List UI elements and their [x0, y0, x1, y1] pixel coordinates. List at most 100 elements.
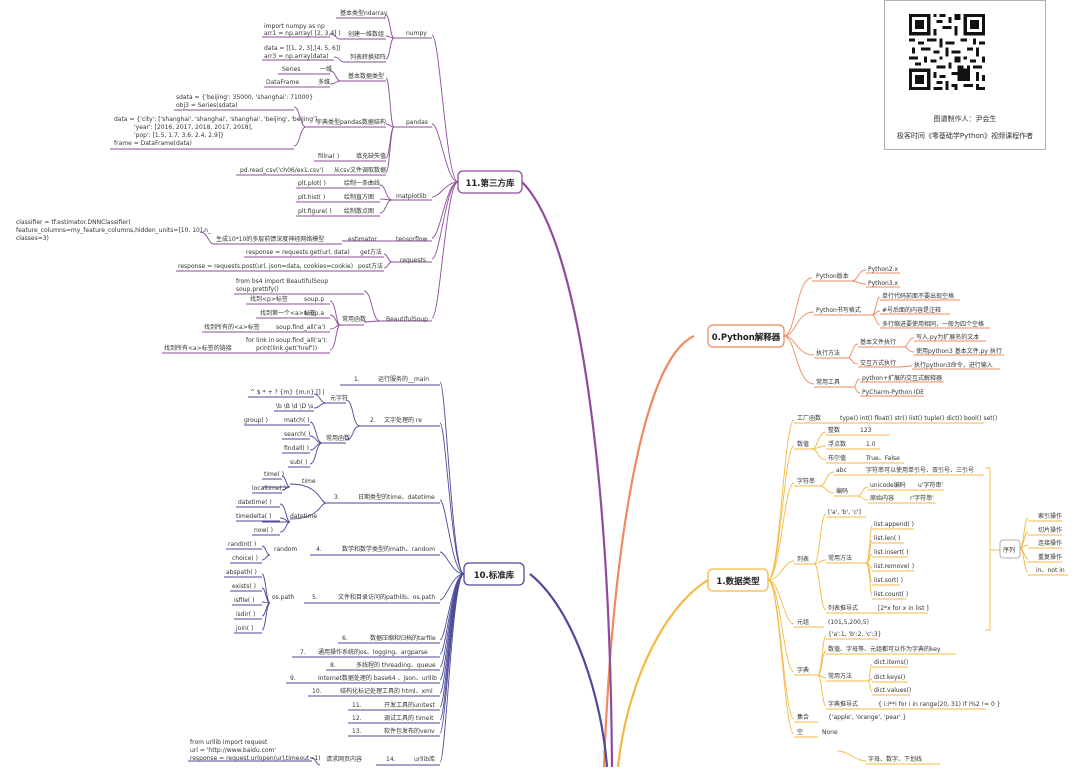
node-ospath-isdir[interactable]: isdir( ) — [236, 611, 255, 618]
node-abc-desc[interactable]: 字符串可以使用单引号、双引号、三引号 — [866, 466, 974, 474]
node-format-3[interactable]: 多行缩进要使用相同，一般为四个空格 — [882, 320, 984, 328]
node-seq-concat[interactable]: 连接操作 — [1038, 539, 1062, 547]
node-list-insert[interactable]: list.insert( ) — [874, 549, 908, 556]
node-float[interactable]: 浮点数 — [828, 440, 846, 448]
node-std-path[interactable]: 文件和目录访问的pathlib、os.path — [338, 593, 435, 601]
node-pd-series[interactable]: Series — [282, 66, 300, 73]
node-np-matrix[interactable]: 列表转换矩阵 — [350, 53, 386, 61]
node-re-search[interactable]: search( ) — [284, 431, 311, 438]
node-none[interactable]: 空 — [797, 728, 803, 736]
node-list-append[interactable]: list.append( ) — [874, 521, 914, 528]
node-re-meta-2[interactable]: \b \B \d \D \s — [276, 403, 313, 410]
node-bool[interactable]: 布尔值 — [828, 454, 846, 462]
node-tf-model[interactable]: 生成10*10的多层前馈深度神经网络模型 — [216, 235, 324, 243]
node-int[interactable]: 整数 — [828, 426, 840, 434]
node-re-findall[interactable]: findall( ) — [284, 445, 309, 452]
node-ospath-abspath[interactable]: abspath( ) — [226, 569, 257, 576]
node-seq-index[interactable]: 索引操作 — [1038, 512, 1062, 520]
node-matplotlib[interactable]: matplotlib — [396, 193, 427, 200]
node-pd-readcsv[interactable]: 从csv文件调取数据 — [334, 166, 386, 174]
node-np-create[interactable]: 创建一维数组 — [348, 30, 384, 38]
node-exec-interactive[interactable]: 交互方式执行 — [860, 359, 896, 367]
node-encoding[interactable]: 编码 — [836, 487, 848, 495]
node-pd-dict[interactable]: 字典类型pandas数据结构 — [316, 118, 386, 126]
node-none-value[interactable]: None — [822, 729, 838, 736]
node-tool-1[interactable]: python+扩展的交互式解释器 — [862, 374, 942, 382]
node-tuple-value[interactable]: (101,5,200,5) — [828, 619, 869, 626]
node-seq-in[interactable]: in、not in — [1036, 567, 1065, 574]
node-re-sub[interactable]: sub( ) — [290, 459, 307, 466]
node-pd-dataframe[interactable]: DataFrame — [266, 79, 299, 86]
node-dictcomp[interactable]: 字典推导式 — [828, 700, 858, 708]
node-dict-literal[interactable]: {'a':1, 'b':2, 'c':3} — [828, 631, 882, 638]
sequence-box[interactable] — [999, 539, 1021, 559]
node-std-unittest[interactable]: 开发工具的unitest — [384, 701, 435, 709]
node-py2[interactable]: Python2.x — [868, 266, 899, 273]
node-pandas[interactable]: pandas — [406, 119, 428, 126]
node-req-post[interactable]: post方法 — [358, 262, 383, 270]
node-int-value[interactable]: 123 — [860, 427, 872, 434]
node-ospath-exists[interactable]: exists( ) — [232, 583, 256, 590]
node-urllib-request[interactable]: 请求网页内容 — [326, 755, 362, 763]
node-format-2[interactable]: #号后面的内容是注释 — [882, 306, 941, 314]
node-std-venv[interactable]: 软件包发布的venv — [384, 727, 435, 735]
node-ospath-join[interactable]: join( ) — [235, 625, 253, 632]
node-exec-file-2[interactable]: 使用python3 基本文件.py 执行 — [916, 347, 1002, 355]
node-seq-repeat[interactable]: 重复操作 — [1038, 553, 1062, 561]
node-ospath-isfile[interactable]: isfile( ) — [234, 597, 255, 604]
node-exec[interactable]: 执行方法 — [816, 349, 840, 357]
node-requests[interactable]: requests — [400, 257, 426, 264]
node-list-literal[interactable]: ['a', 'b', 'c'] — [828, 509, 861, 516]
node-tools[interactable]: 常用工具 — [816, 378, 840, 386]
node-std-threading[interactable]: 多线程的 threading、queue — [356, 661, 436, 669]
node-std-timeit[interactable]: 调试工具的 timeit — [384, 714, 434, 722]
node-raw[interactable]: 原始内容 — [870, 494, 894, 502]
node-tool-2[interactable]: PyCharm-Python IDE — [862, 389, 924, 396]
node-dt-datetime[interactable]: datetime( ) — [238, 499, 272, 506]
node-time-time[interactable]: time( ) — [264, 471, 284, 478]
node-re-funcs[interactable]: 常用函数 — [326, 434, 350, 442]
node-dict[interactable]: 字典 — [797, 666, 809, 674]
node-tf-estimator[interactable]: estimator — [348, 236, 377, 243]
node-tuple[interactable]: 元组 — [797, 618, 809, 626]
node-ospath[interactable]: os.path — [272, 594, 295, 601]
node-dictcomp-value[interactable]: { i:i**i for i in range(20, 31) if i%2 !… — [878, 701, 1001, 708]
node-list-len[interactable]: list.len( ) — [874, 535, 900, 542]
node-abc[interactable]: abc — [836, 467, 847, 474]
node-std-markup[interactable]: 结构化标记处理工具的 html、xml — [340, 687, 433, 695]
node-dict-key[interactable]: 数值、字母等、元组都可以作为字典的key — [828, 645, 941, 653]
node-sequence[interactable]: 序列 — [1003, 546, 1015, 554]
node-dict-values[interactable]: dict.values() — [874, 687, 911, 694]
node-std-internet[interactable]: Internet数据处理的 base64 、json、urllib — [318, 674, 437, 682]
node-std-time[interactable]: 日期类型的time、datetime — [358, 493, 435, 501]
node-py-version[interactable]: Python版本 — [816, 272, 849, 280]
node-std-math[interactable]: 数学和数学类型的math、random — [342, 545, 435, 553]
node-seq-slice[interactable]: 切片操作 — [1038, 526, 1062, 534]
node-std-tarfile[interactable]: 数据压缩和归档的tarfile — [370, 634, 436, 642]
node-dict-items[interactable]: dict.items() — [874, 659, 908, 666]
node-mpl-plot[interactable]: 绘制一条曲线 — [344, 179, 380, 187]
node-bs-p[interactable]: soup.p — [304, 296, 324, 303]
node-bs-findall[interactable]: soup.find_all('a') — [276, 324, 325, 331]
node-pd-basic[interactable]: 基本数据类型 — [348, 72, 384, 80]
node-std-urllib[interactable]: urllib库 — [414, 755, 435, 763]
node-numpy[interactable]: numpy — [406, 30, 427, 37]
node-dt-timedelta[interactable]: timedelta( ) — [236, 513, 271, 520]
node-random[interactable]: random — [274, 546, 297, 553]
node-py3[interactable]: Python3.x — [868, 280, 899, 287]
node-np-ndarray[interactable]: 基本类型ndarray — [340, 9, 388, 17]
node-bool-value[interactable]: True、False — [865, 455, 900, 462]
node-format[interactable]: Python书写格式 — [816, 306, 861, 314]
node-format-1[interactable]: 单行代码前面不要出现空格 — [882, 292, 954, 300]
node-req-get[interactable]: get方法 — [360, 248, 382, 256]
node-mpl-scatter[interactable]: 绘制散点图 — [344, 207, 374, 215]
node-float-value[interactable]: 1.0 — [866, 441, 876, 448]
node-re-group[interactable]: group( ) — [244, 417, 268, 424]
node-unicode[interactable]: unicode编码 — [870, 481, 906, 489]
node-datetime[interactable]: datetime — [290, 513, 317, 520]
node-list[interactable]: 列表 — [797, 555, 809, 563]
node-listcomp[interactable]: 列表推导式 — [828, 604, 858, 612]
node-identifier[interactable]: 字母、数字、下划线 — [868, 755, 922, 763]
node-number[interactable]: 数值 — [797, 440, 809, 448]
node-string[interactable]: 字符串 — [797, 477, 815, 485]
